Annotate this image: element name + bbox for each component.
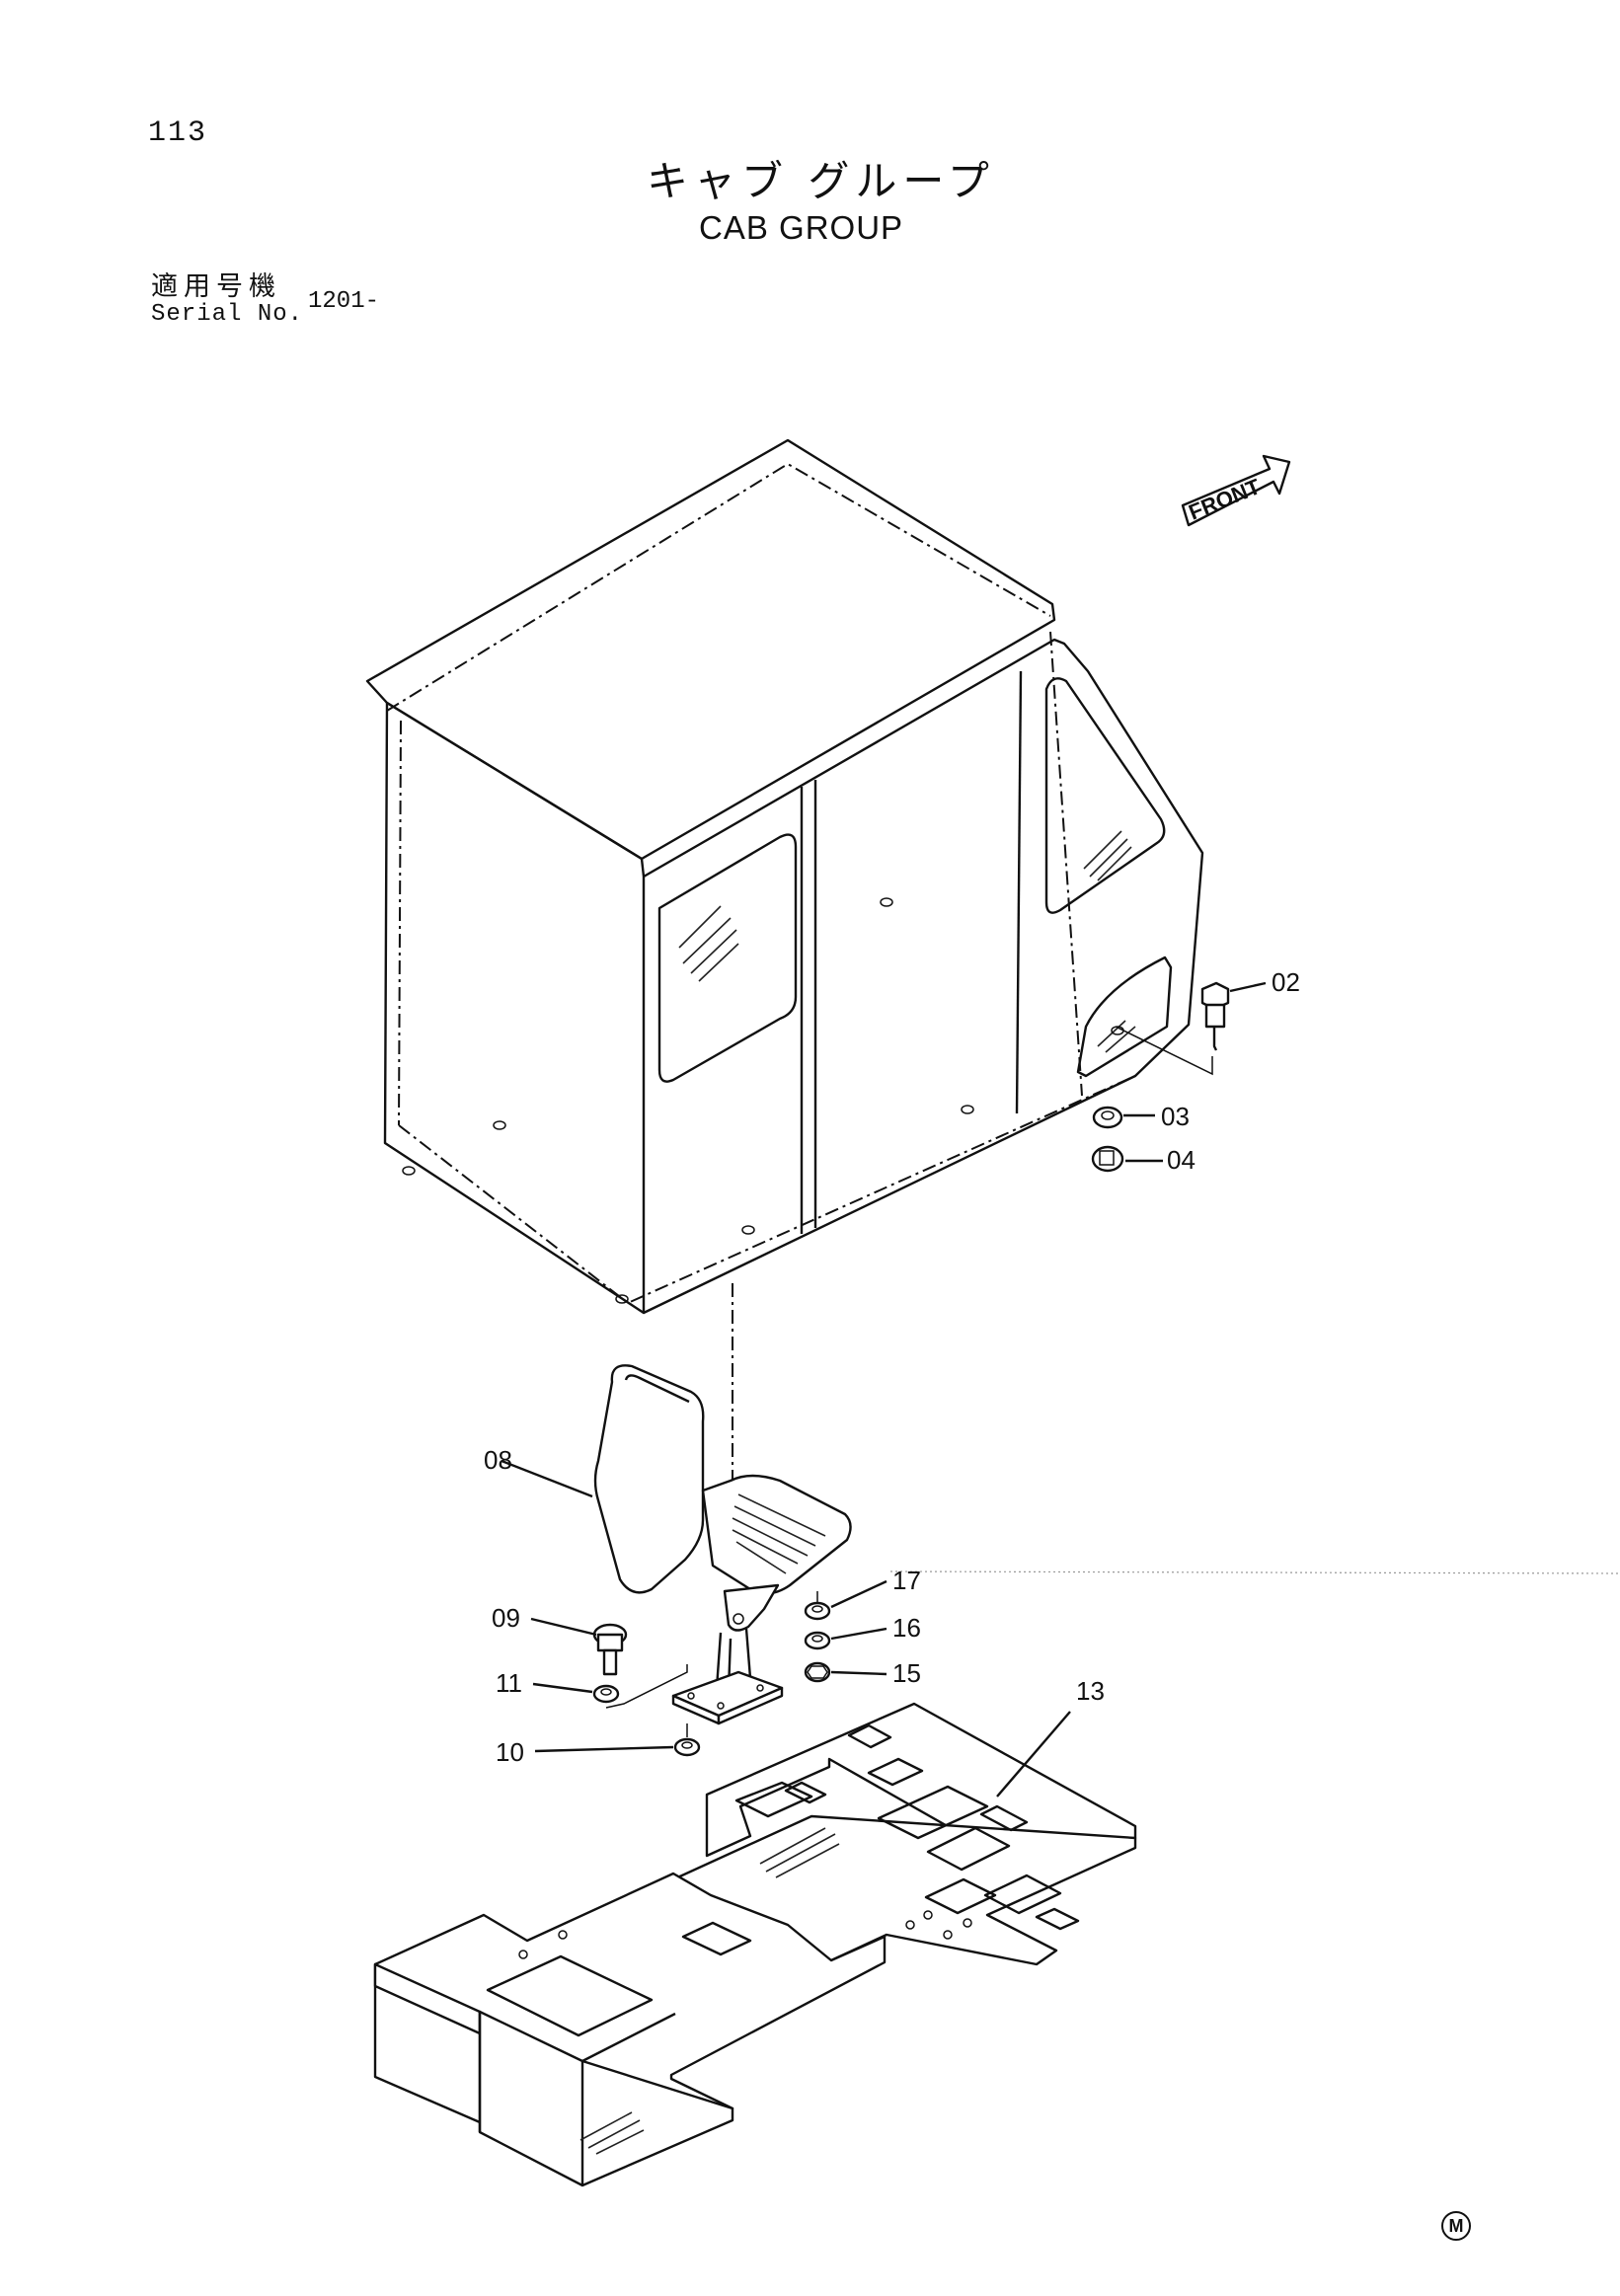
title-english: CAB GROUP bbox=[699, 209, 904, 246]
washer-10-icon bbox=[534, 1723, 701, 1757]
washer-16-icon bbox=[804, 1627, 887, 1650]
washer-03-icon bbox=[1092, 1106, 1155, 1129]
floor-mat-13 bbox=[373, 1702, 1137, 2187]
seat-08 bbox=[593, 1364, 852, 1725]
bolt-02-icon bbox=[1115, 981, 1267, 1076]
title-japanese: キャブ グループ bbox=[647, 157, 995, 205]
callout-08: 08 bbox=[484, 1445, 512, 1475]
callout-03: 03 bbox=[1161, 1102, 1190, 1131]
callout-04: 04 bbox=[1167, 1145, 1196, 1175]
bolt-09-icon bbox=[530, 1617, 628, 1676]
callout-13: 13 bbox=[1076, 1676, 1105, 1706]
front-arrow-label: FRONT bbox=[1186, 474, 1265, 525]
nut-15-icon bbox=[804, 1661, 887, 1683]
front-arrow-icon: FRONT bbox=[1181, 454, 1291, 527]
callout-15: 15 bbox=[892, 1658, 921, 1688]
serial-value: 1201- bbox=[308, 288, 380, 315]
serial-label-japanese: 適用号機 bbox=[151, 271, 281, 302]
callout-10: 10 bbox=[496, 1737, 524, 1767]
nut-04-icon bbox=[1091, 1145, 1163, 1173]
page-number: 113 bbox=[148, 116, 208, 150]
callout-16: 16 bbox=[892, 1613, 921, 1643]
callout-11: 11 bbox=[496, 1668, 522, 1698]
callout-09: 09 bbox=[492, 1603, 520, 1633]
cab-body bbox=[365, 438, 1204, 1315]
washer-17-icon bbox=[804, 1579, 887, 1621]
footer-m-mark: M bbox=[1441, 2211, 1471, 2241]
washer-11-icon bbox=[532, 1664, 688, 1709]
callout-02: 02 bbox=[1272, 967, 1300, 997]
callout-17: 17 bbox=[892, 1566, 921, 1595]
serial-label-english: Serial No. bbox=[151, 301, 304, 328]
